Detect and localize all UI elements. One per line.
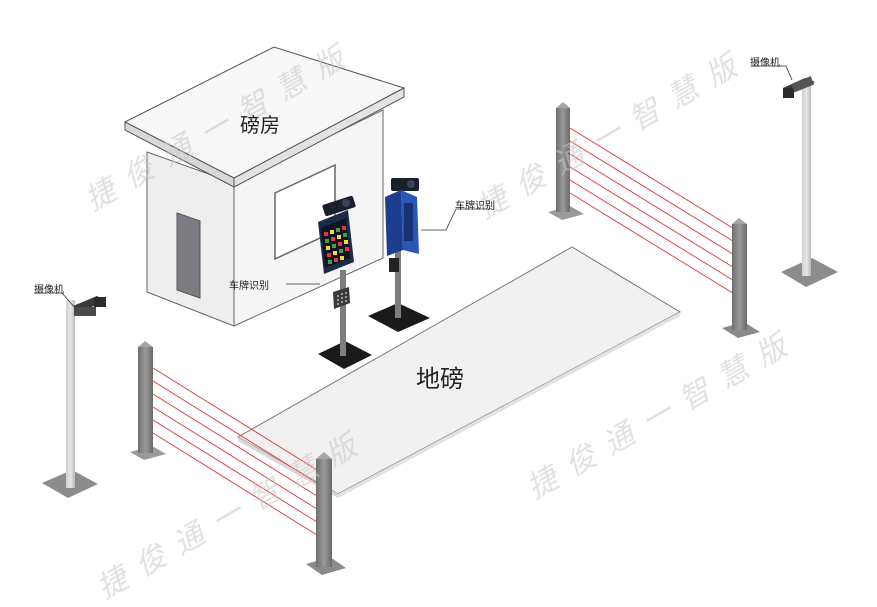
plate-reader-right-label: 车牌识别 [455, 201, 495, 212]
fence-post [732, 224, 747, 330]
camera-right-label: 摄像机 [750, 58, 780, 69]
camera-pole-right [781, 76, 838, 287]
door [176, 212, 201, 299]
plate-reader-left-label: 车牌识别 [229, 281, 269, 292]
infrared-fence-right [548, 102, 760, 338]
camera-pole-left [42, 296, 106, 498]
scale-label: 地磅 [416, 365, 464, 393]
infrared-fence-left [130, 341, 346, 575]
guardhouse-label: 磅房 [240, 113, 280, 137]
plate-reader-right [368, 178, 430, 332]
fence-post [316, 459, 332, 567]
plate-reader-left [318, 195, 372, 369]
fence-post [556, 108, 570, 212]
camera-left-label: 摄像机 [34, 285, 64, 296]
camera-left [73, 296, 106, 316]
camera-right [783, 76, 815, 98]
leader-lines [34, 65, 793, 310]
fence-post [138, 347, 153, 453]
